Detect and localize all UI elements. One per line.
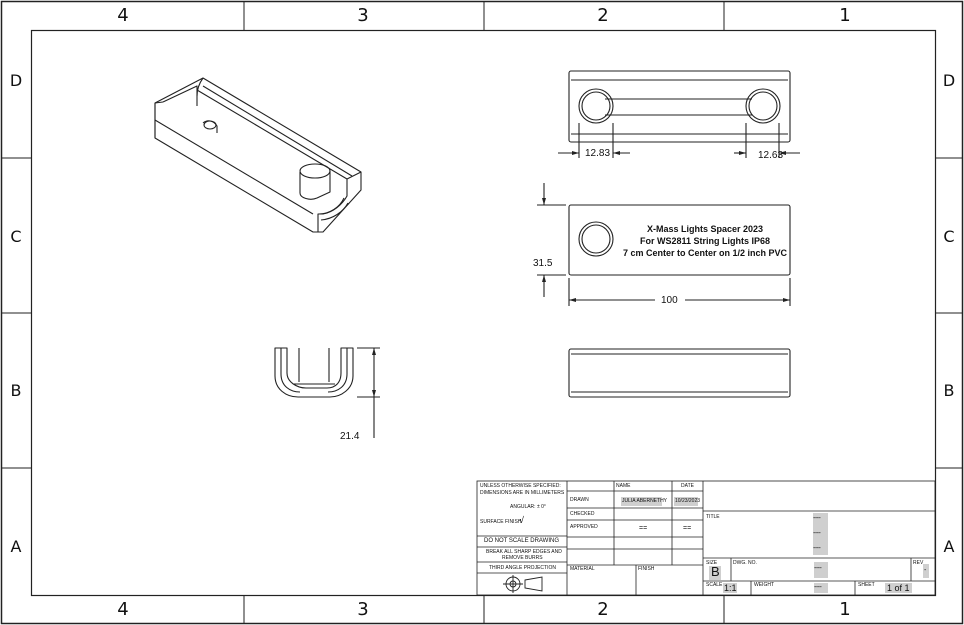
third-angle-projection-symbol (503, 575, 543, 593)
drawn-name-field (621, 497, 662, 506)
col-date-header: DATE (681, 483, 694, 489)
surface-finish-symbol: √ (519, 515, 524, 525)
title-label: TITLE (706, 514, 720, 520)
scale-label: SCALE (706, 582, 723, 588)
zone-row-b-right: B (943, 381, 955, 400)
zone-row-d-left: D (9, 71, 23, 90)
weight-value: ---- (814, 584, 822, 591)
scale-value: 1:1 (724, 583, 737, 593)
size-field (709, 566, 721, 580)
col-name-header: NAME (616, 483, 631, 489)
zone-col-2-bottom: 2 (597, 599, 609, 620)
scale-field (723, 583, 737, 593)
size-label: SIZE (706, 560, 718, 566)
projection-label: THIRD ANGLE PROJECTION (489, 565, 556, 571)
approved-name: == (639, 525, 648, 532)
title-placeholder-2: ---- (813, 530, 821, 537)
rev-label: REV (913, 560, 924, 566)
weight-field (814, 583, 828, 593)
weight-label: WEIGHT (754, 582, 774, 588)
dim-hole-right: 12.63 (758, 150, 784, 161)
isometric-view (154, 77, 362, 233)
dwg-no-field (814, 562, 828, 578)
drawn-date-field (674, 497, 698, 506)
approved-date: == (683, 525, 692, 532)
bottom-view (568, 348, 791, 398)
title-placeholder-3: ---- (813, 545, 821, 552)
rev-value: - (924, 567, 927, 574)
do-not-scale-note: DO NOT SCALE DRAWING (484, 538, 560, 544)
profile-view (274, 347, 380, 438)
surface-finish-label: SURFACE FINISH (480, 519, 522, 525)
front-view-arrows (542, 198, 790, 302)
dim-profile-height: 21.4 (340, 431, 360, 442)
row-drawn-label: DRAWN (570, 497, 589, 503)
angular-tolerance: ANGULAR: ± 0° (510, 504, 546, 510)
zone-col-3-top: 3 (357, 5, 369, 26)
zone-col-1-top: 1 (839, 5, 851, 26)
zone-row-a-right: A (943, 537, 955, 556)
title-field (813, 513, 828, 555)
dwg-no-value: ---- (814, 565, 822, 572)
zone-col-4-top: 4 (117, 5, 129, 26)
row-approved-label: APPROVED (570, 524, 598, 530)
zone-row-c-right: C (943, 227, 955, 246)
zone-col-3-bottom: 3 (357, 599, 369, 620)
dim-hole-left: 12.83 (585, 148, 611, 159)
title-block-grid (476, 480, 936, 596)
material-label: MATERIAL (570, 566, 595, 572)
rev-field (923, 564, 929, 578)
top-view (558, 70, 800, 158)
zone-row-b-left: B (10, 381, 22, 400)
top-view-arrows (572, 151, 786, 155)
zone-row-a-left: A (10, 537, 22, 556)
dwg-no-label: DWG. NO. (733, 560, 757, 566)
break-edges-note-1: BREAK ALL SHARP EDGES AND (486, 549, 562, 555)
dim-height: 31.5 (533, 258, 553, 269)
title-placeholder-1: ---- (813, 515, 821, 522)
zone-col-2-top: 2 (597, 5, 609, 26)
finish-label: FINISH (638, 566, 655, 572)
zone-row-d-right: D (942, 71, 956, 90)
tolerance-note-2: DIMENSIONS ARE IN MILLIMETERS (480, 490, 565, 496)
drawn-date: 10/23/2023 (675, 498, 701, 504)
dim-length: 100 (661, 295, 678, 306)
break-edges-note-2: REMOVE BURRS (502, 555, 543, 561)
zone-col-1-bottom: 1 (839, 599, 851, 620)
engraving-line-2: For WS2811 String Lights IP68 (639, 236, 771, 246)
engraving-line-1: X-Mass Lights Spacer 2023 (646, 224, 764, 234)
size-value: B (711, 564, 720, 579)
sheet-field (885, 583, 912, 593)
sheet-label: SHEET (858, 582, 875, 588)
tolerance-note-1: UNLESS OTHERWISE SPECIFIED: (480, 483, 561, 489)
zone-col-4-bottom: 4 (117, 599, 129, 620)
zone-row-c-left: C (10, 227, 22, 246)
row-checked-label: CHECKED (570, 511, 595, 517)
engraving-line-3: 7 cm Center to Center on 1/2 inch PVC (622, 248, 788, 258)
profile-view-arrows (372, 348, 376, 397)
sheet-value: 1 of 1 (887, 583, 910, 593)
drawn-name: JULIA ABERNETHY (622, 498, 668, 504)
